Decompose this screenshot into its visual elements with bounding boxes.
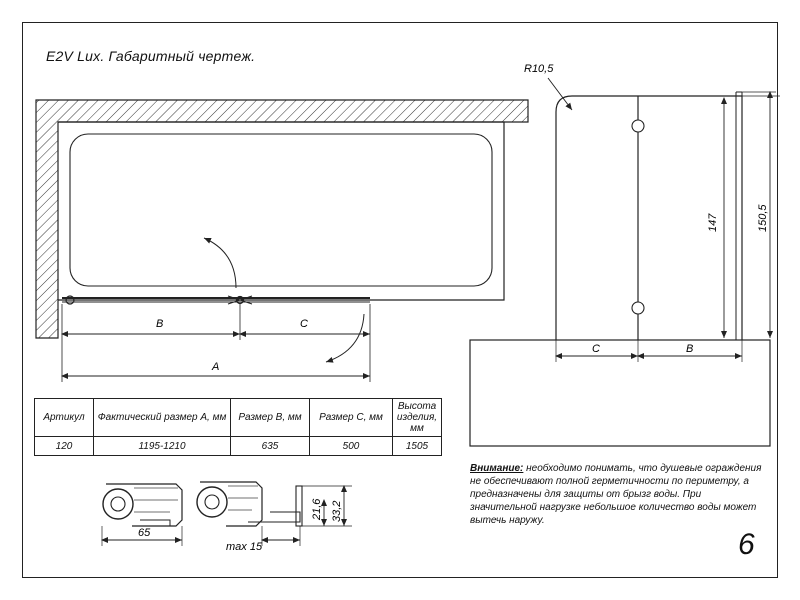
profile-right-hinge — [196, 486, 228, 518]
spec-table: Артикул Фактический размер А, мм Размер … — [34, 398, 442, 456]
plan-view: B C A — [35, 99, 529, 382]
hinge-bottom — [631, 301, 645, 315]
header-height: Высота изделия, мм — [392, 398, 442, 437]
hinge-top — [631, 119, 645, 133]
radius-label: R10,5 — [524, 63, 554, 75]
wall-hinge — [65, 295, 75, 305]
warning-text: необходимо понимать, что душевые огражде… — [470, 463, 762, 526]
cell-size-b: 635 — [230, 436, 310, 456]
dim-label-max15: max 15 — [226, 541, 263, 553]
bathtub-side — [469, 339, 771, 447]
cell-actual-size-a: 1195-1210 — [93, 436, 231, 456]
dim-label-332: 33,2 — [331, 501, 343, 522]
side-dim-label-c: C — [592, 343, 600, 355]
profile-sections: 65 max 15 21,6 33,2 — [101, 481, 352, 553]
bathtub-outline — [58, 121, 505, 301]
dim-label-c: C — [300, 318, 308, 330]
page-number: 6 — [738, 528, 755, 561]
table-row: 120 1195-1210 635 500 1505 — [34, 436, 442, 456]
header-size-c: Размер С, мм — [309, 398, 393, 437]
dim-label-147: 147 — [707, 213, 719, 232]
drawing-title: E2V Lux. Габаритный чертеж. — [46, 48, 256, 64]
header-article: Артикул — [34, 398, 94, 437]
spec-table-header: Артикул Фактический размер А, мм Размер … — [34, 398, 442, 437]
sheet-frame — [22, 22, 778, 578]
glass-panel — [555, 95, 743, 340]
warning-lead: Внимание: — [470, 463, 524, 474]
dim-label-216: 21,6 — [311, 498, 323, 521]
dim-label-b: B — [156, 318, 163, 330]
swing-arc-lower — [325, 313, 365, 363]
side-view: R10,5 147 150,5 C B — [469, 63, 780, 447]
dim-label-65: 65 — [138, 527, 151, 539]
cell-height: 1505 — [392, 436, 442, 456]
profile-left-hinge — [102, 488, 134, 520]
swing-arc-upper — [203, 237, 237, 289]
side-dim-label-b: B — [686, 343, 693, 355]
cell-article: 120 — [34, 436, 94, 456]
dim-label-1505: 150,5 — [757, 204, 769, 232]
header-actual-size-a: Фактический размер А, мм — [93, 398, 231, 437]
bathtub-basin — [69, 133, 493, 287]
middle-hinge — [235, 295, 245, 305]
header-size-b: Размер В, мм — [230, 398, 310, 437]
hinge-mark — [227, 295, 253, 305]
dim-label-a: A — [211, 361, 219, 373]
warning-note: Внимание: необходимо понимать, что душев… — [470, 462, 770, 527]
cell-size-c: 500 — [309, 436, 393, 456]
